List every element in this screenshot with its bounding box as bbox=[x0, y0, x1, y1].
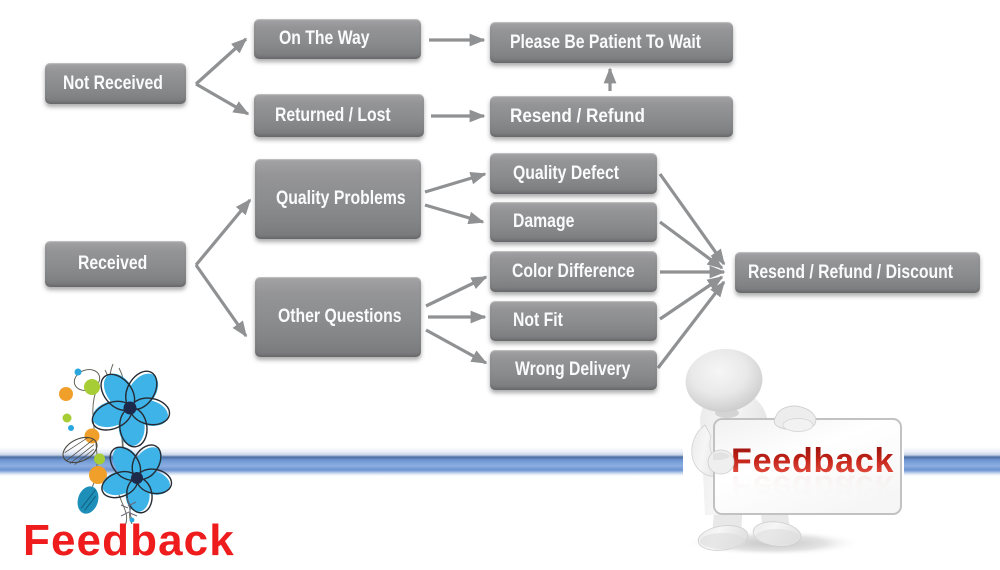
svg-text:Feedback: Feedback bbox=[731, 468, 894, 506]
svg-text:Feedback: Feedback bbox=[731, 442, 894, 480]
